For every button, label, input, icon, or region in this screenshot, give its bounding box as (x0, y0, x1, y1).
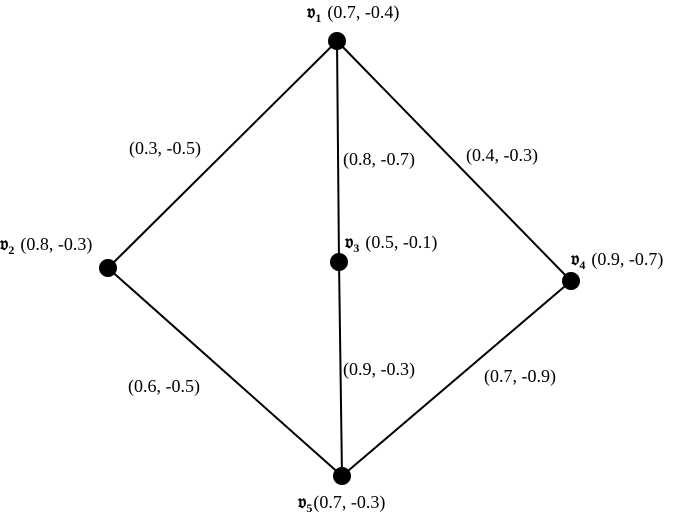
node-v2 (99, 259, 117, 277)
vertex-values: (0.5, -0.1) (365, 232, 437, 253)
vertex-label-v3: 𝔳3 (0.5, -0.1) (344, 232, 437, 255)
node-v4 (562, 272, 580, 290)
vertex-index: 4 (579, 258, 585, 272)
edge-labels: (0.3, -0.5) (0.8, -0.7) (0.4, -0.3) (0.6… (128, 138, 556, 397)
vertex-label-v1: 𝔳1 (0.7, -0.4) (306, 2, 399, 25)
vertex-symbol: 𝔳 (570, 249, 579, 270)
edge-label-v1-v2: (0.3, -0.5) (129, 138, 201, 159)
edge-v1-v3 (336, 40, 340, 263)
edge-v2-v5 (107, 267, 343, 477)
node-v1 (328, 32, 346, 50)
edges (107, 40, 572, 477)
edge-v3-v5 (338, 261, 343, 477)
edge-label-v1-v3: (0.8, -0.7) (343, 149, 415, 170)
node-v3 (330, 253, 348, 271)
vertex-values: (0.9, -0.7) (591, 249, 663, 270)
vertex-symbol: 𝔳 (0, 234, 8, 255)
vertex-values: (0.7, -0.4) (327, 2, 399, 23)
nodes (99, 32, 580, 485)
vertex-symbol: 𝔳 (344, 232, 353, 253)
vertex-label-v4: 𝔳4 (0.9, -0.7) (570, 249, 663, 272)
vertex-symbol: 𝔳 (306, 2, 315, 23)
vertex-index: 1 (315, 11, 321, 25)
edge-v1-v2 (107, 40, 338, 269)
vertex-values: (0.8, -0.3) (20, 234, 92, 255)
vertex-index: 5 (306, 501, 312, 515)
vertex-index: 2 (8, 243, 14, 257)
edge-label-v4-v5: (0.7, -0.9) (484, 366, 556, 387)
vertex-index: 3 (353, 241, 359, 255)
node-v5 (333, 467, 351, 485)
edge-v1-v4 (336, 40, 572, 282)
edge-label-v3-v5: (0.9, -0.3) (343, 359, 415, 380)
vertex-symbol: 𝔳 (297, 492, 306, 513)
edge-v4-v5 (341, 280, 572, 477)
vertex-values: (0.7, -0.3) (313, 492, 385, 513)
vertex-label-v5: 𝔳5(0.7, -0.3) (297, 492, 385, 515)
vertex-labels: 𝔳1(0.7, -0.4) 𝔳2(0.8, -0.3) 𝔳3(0.5, -0.1… (0, 2, 663, 515)
vertex-label-v2: 𝔳2 (0.8, -0.3) (0, 234, 92, 257)
edge-label-v1-v4: (0.4, -0.3) (466, 145, 538, 166)
edge-label-v2-v5: (0.6, -0.5) (128, 376, 200, 397)
